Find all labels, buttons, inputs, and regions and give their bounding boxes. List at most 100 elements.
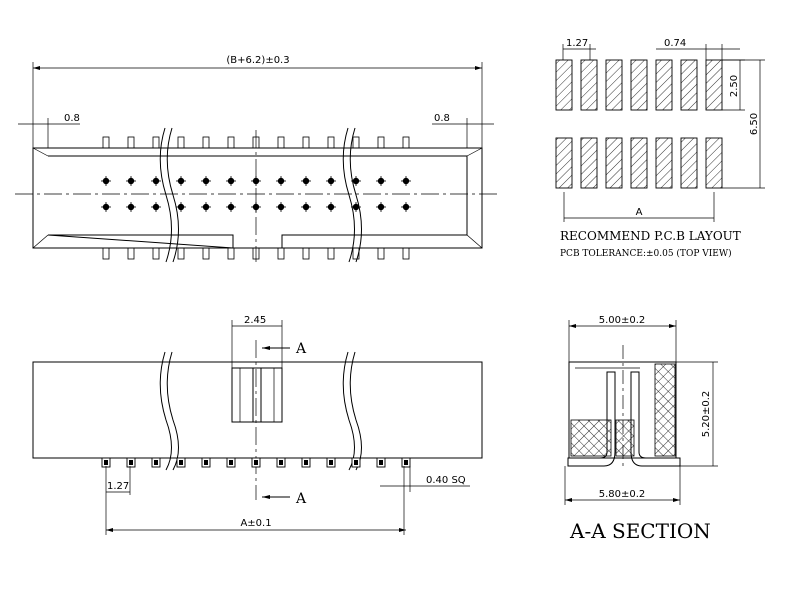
pin-core bbox=[279, 460, 283, 465]
pin-core bbox=[154, 460, 158, 465]
pin-bottom bbox=[402, 247, 410, 260]
pin-bottom bbox=[152, 247, 160, 260]
overall-width-label: (B+6.2)±0.3 bbox=[226, 55, 289, 66]
pin-core bbox=[329, 460, 333, 465]
section-title: A-A SECTION bbox=[569, 519, 711, 543]
pad-marker bbox=[326, 202, 336, 212]
pin-core bbox=[354, 460, 358, 465]
pin-bottom bbox=[227, 247, 235, 260]
pin-core bbox=[404, 460, 408, 465]
front-pitch-label: 1.27 bbox=[107, 481, 129, 492]
pin-core bbox=[179, 460, 183, 465]
pad-marker bbox=[276, 176, 286, 186]
pad-marker bbox=[151, 202, 161, 212]
pad-marker bbox=[226, 176, 236, 186]
pcb-pad bbox=[555, 137, 573, 189]
pad-marker bbox=[201, 202, 211, 212]
pad-marker bbox=[276, 202, 286, 212]
pin-top bbox=[377, 136, 385, 149]
pcb-pad bbox=[630, 137, 648, 189]
pcb-pitch-label: 1.27 bbox=[566, 38, 588, 49]
pad-marker bbox=[126, 176, 136, 186]
pcb-row-span-label: 6.50 bbox=[749, 113, 760, 135]
pcb-pad bbox=[705, 137, 723, 189]
pin-bottom bbox=[102, 247, 110, 260]
pin-top bbox=[252, 136, 260, 149]
pin-top bbox=[177, 136, 185, 149]
pcb-pad bbox=[580, 137, 598, 189]
pad-marker bbox=[376, 202, 386, 212]
section-view: 5.00±0.2 5.20±0.2 5.80±0.2 A-A SECTION bbox=[564, 315, 718, 543]
pin-bottom bbox=[252, 247, 260, 260]
pcb-layout-title: RECOMMEND P.C.B LAYOUT bbox=[560, 229, 741, 243]
pcb-pad bbox=[680, 137, 698, 189]
pin-top bbox=[227, 136, 235, 149]
pin-bottom bbox=[302, 247, 310, 260]
top-view: (B+6.2)±0.3 0.8 0.8 bbox=[15, 55, 500, 263]
left-offset-label: 0.8 bbox=[64, 113, 80, 124]
pcb-pad bbox=[630, 59, 648, 111]
pcb-pad bbox=[605, 59, 623, 111]
pin-top bbox=[152, 136, 160, 149]
pad-marker bbox=[251, 202, 261, 212]
section-marker-bottom: A bbox=[295, 491, 307, 507]
pin-top bbox=[277, 136, 285, 149]
pin-top bbox=[127, 136, 135, 149]
pin-bottom bbox=[127, 247, 135, 260]
section-width-bottom-label: 5.80±0.2 bbox=[599, 489, 646, 500]
pcb-pads bbox=[555, 59, 723, 189]
pad-marker bbox=[101, 202, 111, 212]
section-width-top-label: 5.00±0.2 bbox=[599, 315, 646, 326]
pin-top bbox=[202, 136, 210, 149]
pcb-pad bbox=[580, 59, 598, 111]
pad-marker bbox=[376, 176, 386, 186]
pin-top bbox=[102, 136, 110, 149]
pcb-pad bbox=[655, 59, 673, 111]
pin-top bbox=[352, 136, 360, 149]
pad-marker bbox=[226, 202, 236, 212]
pin-bottom bbox=[327, 247, 335, 260]
pin-bottom bbox=[177, 247, 185, 260]
pin-bottom bbox=[377, 247, 385, 260]
key-width-label: 2.45 bbox=[244, 315, 266, 326]
pad-marker bbox=[176, 176, 186, 186]
pad-marker bbox=[401, 176, 411, 186]
pad-marker bbox=[201, 176, 211, 186]
a-tolerance-label: A±0.1 bbox=[240, 518, 271, 529]
pcb-pad bbox=[680, 59, 698, 111]
pad-marker bbox=[326, 176, 336, 186]
pad-marker bbox=[301, 202, 311, 212]
pad-marker bbox=[301, 176, 311, 186]
pcb-pad bbox=[705, 59, 723, 111]
pad-marker bbox=[151, 176, 161, 186]
right-offset-label: 0.8 bbox=[434, 113, 450, 124]
pcb-pad bbox=[555, 59, 573, 111]
pcb-pad-length-label: 2.50 bbox=[729, 75, 740, 97]
pin-core bbox=[204, 460, 208, 465]
pin-core bbox=[304, 460, 308, 465]
pcb-a-label: A bbox=[636, 207, 643, 218]
pin-core bbox=[379, 460, 383, 465]
pin-bottom bbox=[352, 247, 360, 260]
pad-marker bbox=[351, 202, 361, 212]
pin-core bbox=[254, 460, 258, 465]
pcb-pad-width-label: 0.74 bbox=[664, 38, 686, 49]
pcb-layout: 1.27 0.74 2.50 6.50 A RECOMMEND P.C.B LA… bbox=[555, 38, 765, 259]
pcb-pad bbox=[605, 137, 623, 189]
pin-size-label: 0.40 SQ bbox=[426, 475, 466, 486]
front-view-pins bbox=[101, 457, 411, 468]
pin-top bbox=[302, 136, 310, 149]
pin-bottom bbox=[202, 247, 210, 260]
pad-marker bbox=[401, 202, 411, 212]
pin-core bbox=[104, 460, 108, 465]
pad-marker bbox=[351, 176, 361, 186]
pad-marker bbox=[126, 202, 136, 212]
pad-marker bbox=[176, 202, 186, 212]
front-view: 2.45 A A 1.27 0.40 SQ A±0.1 bbox=[32, 315, 483, 535]
pcb-tolerance-note: PCB TOLERANCE:±0.05 (TOP VIEW) bbox=[560, 248, 732, 259]
pin-core bbox=[229, 460, 233, 465]
pin-bottom bbox=[277, 247, 285, 260]
pcb-pad bbox=[655, 137, 673, 189]
pad-marker bbox=[251, 176, 261, 186]
